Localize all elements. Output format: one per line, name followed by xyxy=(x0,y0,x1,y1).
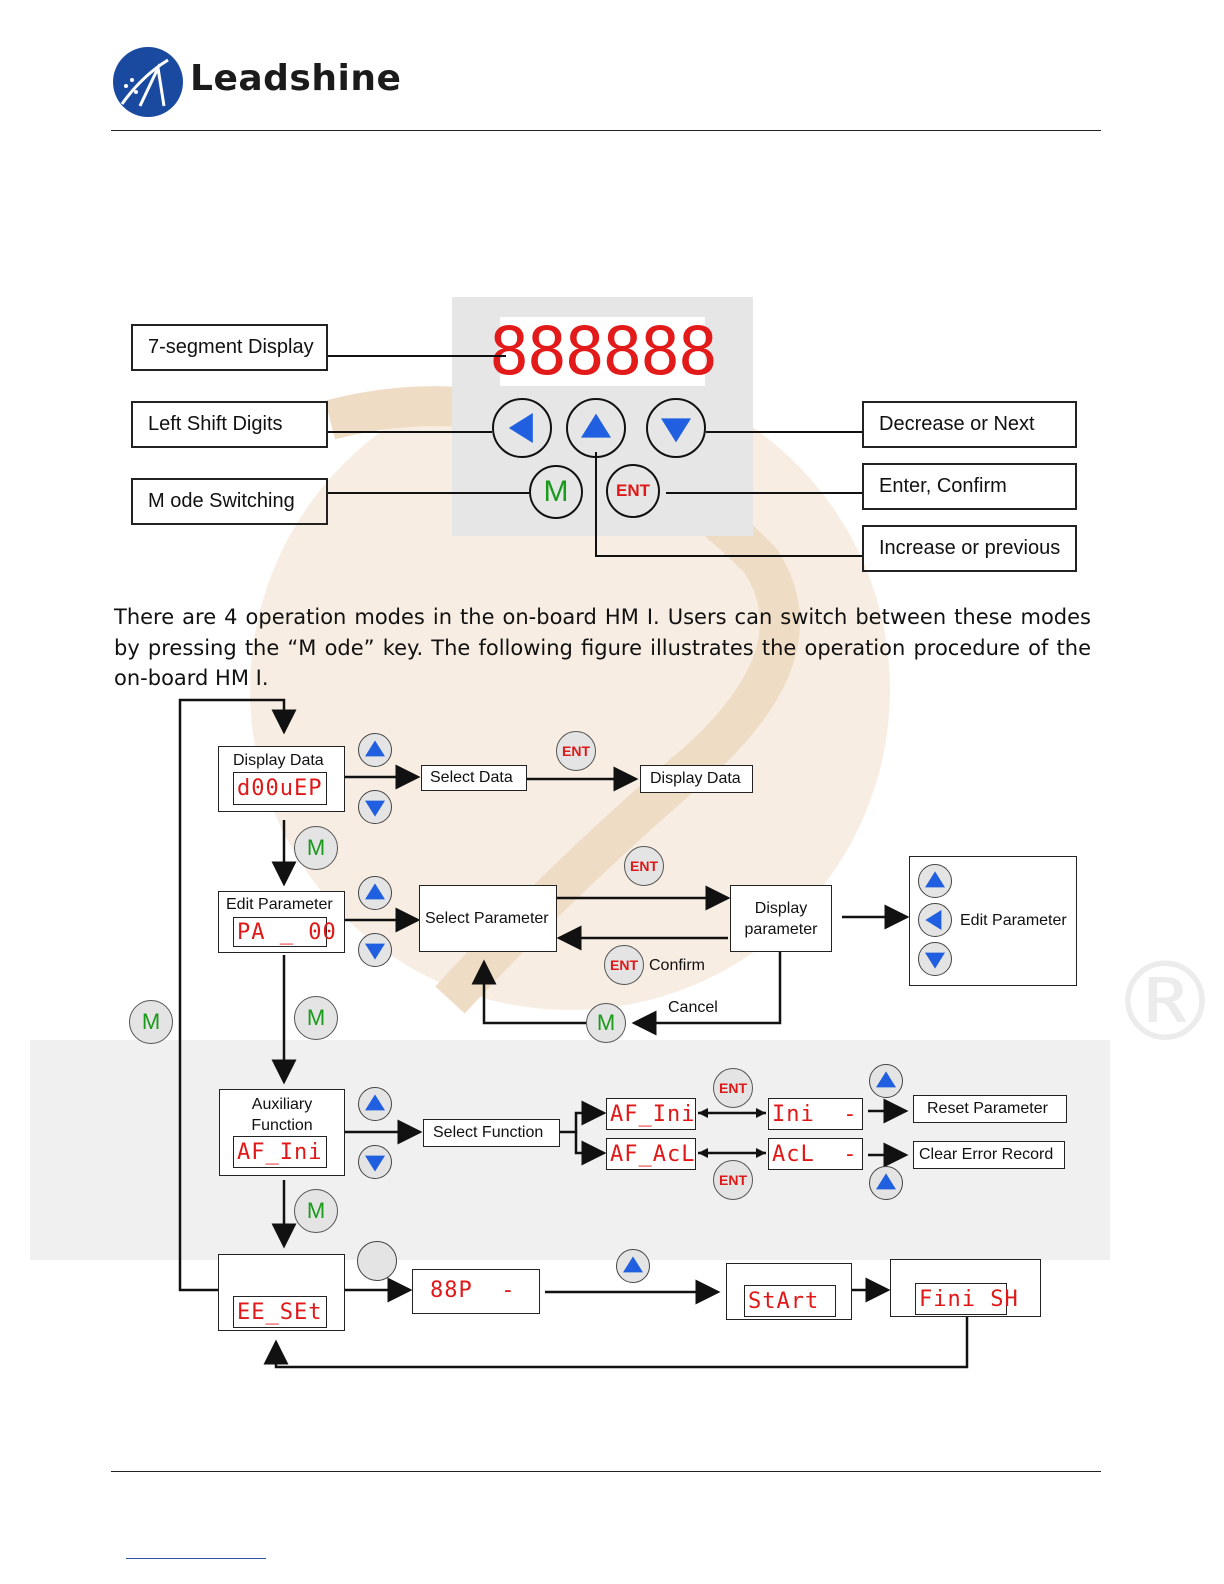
ent-key-icon[interactable]: ENT xyxy=(624,846,664,886)
up-key-icon[interactable] xyxy=(358,876,392,910)
up-key-icon[interactable] xyxy=(358,733,392,767)
label-seven-segment: 7-segment Display xyxy=(131,324,328,371)
select-parameter-box: Select Parameter xyxy=(419,885,557,952)
finish-seg: Fini SH xyxy=(915,1283,1018,1315)
display-data-seg: d00uEP xyxy=(233,772,327,805)
select-function-label: Select Function xyxy=(433,1124,544,1141)
down-key-icon[interactable] xyxy=(358,1145,392,1179)
clear-error-box: Clear Error Record xyxy=(913,1141,1065,1169)
af-acl-seg: AF_AcL xyxy=(606,1138,696,1170)
footer-link-underline xyxy=(126,1558,266,1559)
seven-segment-display: 888888 xyxy=(489,312,718,390)
edit-param-seg: PA _ 00 xyxy=(233,917,336,947)
af-ini-seg: AF_Ini xyxy=(606,1098,696,1130)
label-enter: Enter, Confirm xyxy=(862,463,1077,510)
m-key-icon[interactable]: M xyxy=(129,1000,173,1044)
m-key-icon[interactable]: M xyxy=(294,1189,338,1233)
down-key-icon[interactable] xyxy=(918,942,952,976)
display-data-title: Display Data xyxy=(233,752,324,769)
mode-key[interactable]: M xyxy=(529,465,583,519)
ent-key-icon[interactable]: ENT xyxy=(604,945,644,985)
display-data-result-label: Display Data xyxy=(650,770,741,787)
select-parameter-label: Select Parameter xyxy=(425,910,549,927)
label-mode-switching: M ode Switching xyxy=(131,478,328,525)
display-parameter-label: Display parameter xyxy=(744,900,818,938)
up-key-icon[interactable] xyxy=(869,1064,903,1098)
aux-function-seg: AF_Ini xyxy=(233,1136,327,1168)
footer-rule xyxy=(111,1471,1101,1472)
leadshine-logo-icon xyxy=(113,47,183,117)
m-key-icon[interactable]: M xyxy=(294,826,338,870)
down-key-icon[interactable] xyxy=(358,790,392,824)
select-data-box: Select Data xyxy=(421,765,527,791)
description-paragraph: There are 4 operation modes in the on-bo… xyxy=(114,605,1091,690)
ent-key-icon[interactable]: ENT xyxy=(713,1160,753,1200)
display-parameter-box: Display parameter xyxy=(730,885,832,952)
eep-seg: 88P - xyxy=(427,1274,521,1306)
ee-set-seg: EE_SEt xyxy=(233,1296,327,1328)
select-data-label: Select Data xyxy=(430,769,513,786)
reset-parameter-label: Reset Parameter xyxy=(927,1100,1048,1117)
edit-param-title: Edit Parameter xyxy=(226,896,333,913)
aux-function-title: Auxiliary Function xyxy=(251,1096,313,1134)
m-key-icon[interactable]: M xyxy=(294,996,338,1040)
up-key-icon[interactable] xyxy=(566,398,626,458)
up-key-icon[interactable] xyxy=(869,1166,903,1200)
label-decrease: Decrease or Next xyxy=(862,401,1077,448)
up-key-icon[interactable] xyxy=(616,1249,650,1283)
blank-key-icon[interactable] xyxy=(357,1241,397,1281)
clear-error-label: Clear Error Record xyxy=(919,1146,1054,1163)
down-key-icon[interactable] xyxy=(358,933,392,967)
watermark-registered: ® xyxy=(1110,938,1220,1066)
left-key-icon[interactable] xyxy=(918,903,952,937)
label-left-shift: Left Shift Digits xyxy=(131,401,328,448)
ent-key-icon[interactable]: ENT xyxy=(713,1068,753,1108)
label-increase: Increase or previous xyxy=(862,525,1077,572)
ini-seg: Ini - xyxy=(768,1098,863,1130)
ent-key-icon[interactable]: ENT xyxy=(556,731,596,771)
acl-seg: AcL - xyxy=(768,1138,863,1170)
confirm-label: Confirm xyxy=(649,957,706,974)
up-key-icon[interactable] xyxy=(358,1087,392,1121)
reset-parameter-box: Reset Parameter xyxy=(913,1095,1067,1123)
brand-name: Leadshine xyxy=(190,58,402,99)
cancel-label: Cancel xyxy=(668,999,718,1016)
up-key-icon[interactable] xyxy=(918,864,952,898)
header-rule xyxy=(111,130,1101,131)
m-key-icon[interactable]: M xyxy=(586,1003,626,1043)
left-shift-key-icon[interactable] xyxy=(492,398,552,458)
select-function-box: Select Function xyxy=(423,1119,560,1147)
edit-parameter-label: Edit Parameter xyxy=(960,912,1067,929)
start-seg: StArt xyxy=(744,1285,836,1317)
display-data-result-box: Display Data xyxy=(640,765,753,793)
